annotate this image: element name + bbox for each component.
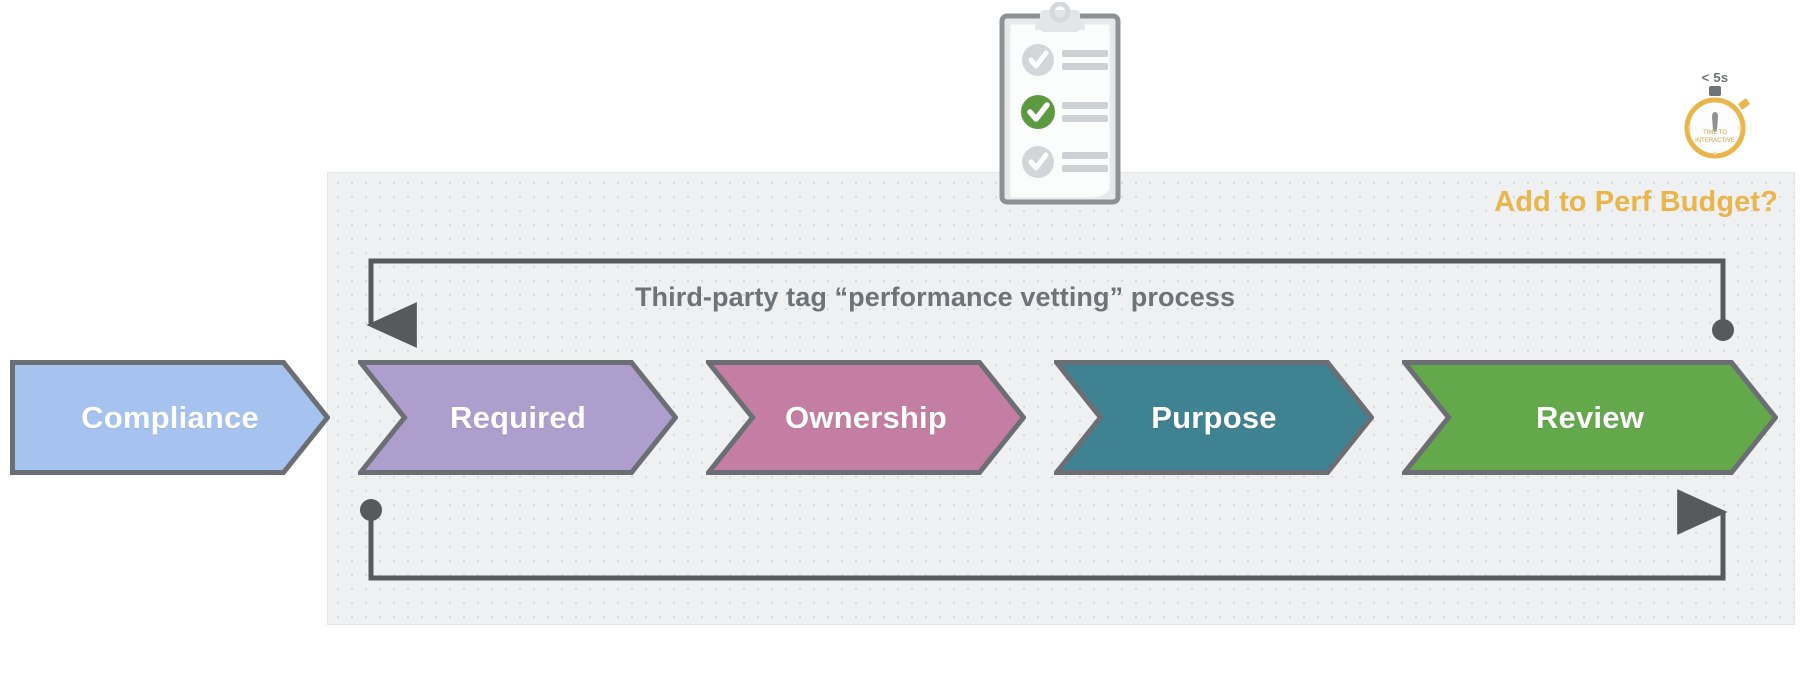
process-step-label: Compliance bbox=[81, 399, 259, 435]
process-step-shape bbox=[706, 360, 1026, 475]
process-step-review[interactable]: Review bbox=[1402, 360, 1778, 475]
process-step-shape bbox=[1402, 360, 1778, 475]
process-step-label: Review bbox=[1535, 399, 1645, 435]
process-step-shape bbox=[358, 360, 678, 475]
stopwatch-icon: < 5s TIME TO INTERACTIVE bbox=[1676, 70, 1754, 162]
stopwatch-caption: < 5s bbox=[1701, 70, 1729, 85]
process-step-purpose[interactable]: Purpose bbox=[1054, 360, 1374, 475]
process-step-label: Ownership bbox=[785, 399, 947, 435]
process-step-compliance[interactable]: Compliance bbox=[10, 360, 330, 475]
add-to-perf-budget-label: Add to Perf Budget? bbox=[1494, 186, 1778, 218]
process-step-shape bbox=[1054, 360, 1374, 475]
stopwatch-dial-line1: TIME TO bbox=[1703, 130, 1727, 136]
process-step-ownership[interactable]: Ownership bbox=[706, 360, 1026, 475]
process-title: Third-party tag “performance vetting” pr… bbox=[634, 282, 1236, 312]
process-step-flow: Compliance Required Ownership Purpose Review bbox=[0, 360, 1810, 475]
stopwatch-dial-line2: INTERACTIVE bbox=[1695, 138, 1735, 144]
checklist-clipboard-icon bbox=[990, 1, 1130, 224]
process-step-shape bbox=[10, 360, 330, 475]
process-step-label: Purpose bbox=[1151, 399, 1277, 435]
process-step-label: Required bbox=[450, 399, 586, 435]
process-step-required[interactable]: Required bbox=[358, 360, 678, 475]
